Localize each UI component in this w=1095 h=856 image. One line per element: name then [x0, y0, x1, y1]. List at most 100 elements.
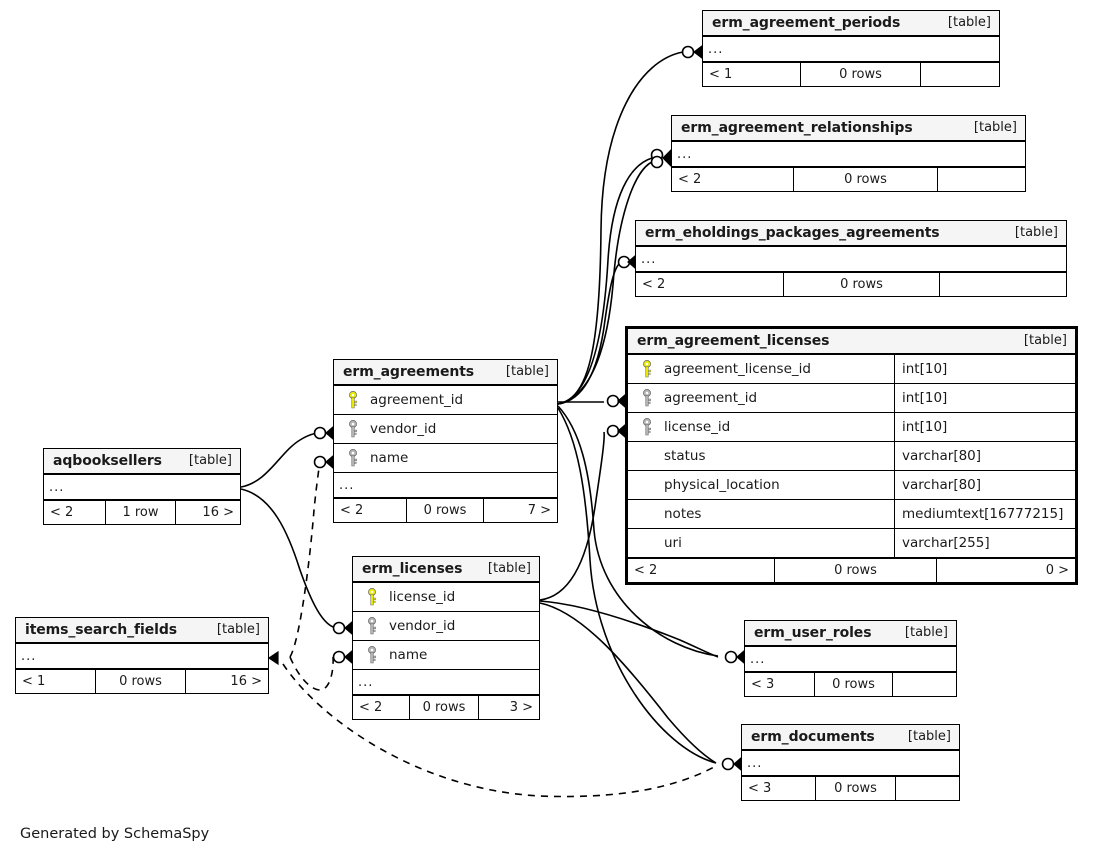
hidden-columns-ellipsis: ...: [16, 644, 268, 669]
footer-left-relations: < 2: [353, 696, 410, 719]
column-type: int[10]: [902, 419, 948, 435]
foreign-key-slot: [634, 418, 660, 436]
edge-licenses-to-user-roles: [539, 600, 719, 658]
column-cell: agreement_id: [334, 386, 557, 414]
footer-left-relations: < 3: [745, 673, 815, 696]
footer-center-relations: 0 rows: [801, 63, 921, 86]
column-cell: license_id: [353, 583, 539, 611]
hidden-columns-ellipsis: ...: [703, 37, 999, 62]
table-row[interactable]: license_id int[10]: [628, 413, 1075, 442]
table-box-erm_agreement_licenses[interactable]: erm_agreement_licenses[table]agreement_l…: [625, 326, 1078, 585]
table-type-tag: [table]: [904, 625, 948, 640]
column-cell: uri: [628, 529, 895, 557]
column-cell: physical_location: [628, 471, 895, 499]
foreign-key-slot: [340, 420, 366, 438]
table-name: aqbooksellers: [53, 452, 162, 469]
table-name: erm_agreement_periods: [712, 14, 901, 31]
column-name: physical_location: [664, 477, 780, 493]
column-name: notes: [664, 506, 702, 522]
table-header-items_search_fields: items_search_fields [table]: [16, 618, 268, 644]
table-header-erm_user_roles: erm_user_roles [table]: [745, 621, 956, 647]
table-header-erm_documents: erm_documents[table]: [742, 725, 959, 751]
table-name: items_search_fields: [25, 621, 177, 638]
footer-center-relations: 0 rows: [784, 273, 940, 296]
table-name: erm_agreement_licenses: [637, 332, 830, 349]
edge-agreements-secondary-strand: [558, 200, 620, 403]
footer-center-relations: 1 row: [106, 501, 176, 524]
footer-right-relations: [921, 63, 999, 86]
footer-center-relations: 0 rows: [775, 559, 937, 582]
footer-left-relations: < 2: [44, 501, 106, 524]
table-row[interactable]: license_id: [353, 583, 539, 612]
table-type-tag: [table]: [505, 364, 549, 379]
foreign-key-icon: [368, 617, 376, 635]
footer-right-relations: 16 >: [230, 674, 262, 689]
table-type-tag: [table]: [216, 622, 260, 637]
footer-right-relations: 16 >: [202, 505, 234, 520]
column-name: agreement_id: [370, 392, 464, 408]
footer-right-relations: [940, 273, 1066, 296]
column-name: vendor_id: [389, 618, 456, 634]
column-name: uri: [664, 535, 682, 551]
footer-center-relations: 0 rows: [407, 499, 484, 522]
edge-aqbooksellers-to-licenses-vendorid: [240, 488, 334, 628]
table-row[interactable]: vendor_id: [334, 415, 557, 444]
foreign-key-slot: [340, 449, 366, 467]
table-row[interactable]: vendor_id: [353, 612, 539, 641]
footer-left-relations: < 2: [628, 559, 775, 582]
table-box-erm_eholdings_packages_agreements[interactable]: erm_eholdings_packages_agreements[table]…: [635, 220, 1067, 297]
foreign-key-slot: [634, 389, 660, 407]
table-row[interactable]: physical_location varchar[80]: [628, 471, 1075, 500]
edge-items-to-licenses-name: [289, 656, 334, 691]
footer-center-relations: 0 rows: [410, 696, 479, 719]
table-header-erm_licenses: erm_licenses[table]: [353, 557, 539, 583]
footer-right-relations: [893, 673, 956, 696]
foreign-key-slot: [359, 646, 385, 664]
primary-key-slot: [634, 360, 660, 378]
column-cell: license_id: [628, 413, 895, 441]
table-header-erm_eholdings_packages_agreements: erm_eholdings_packages_agreements[table]: [636, 221, 1066, 247]
table-box-erm_agreement_relationships[interactable]: erm_agreement_relationships[table]...< 2…: [671, 115, 1026, 192]
column-type: varchar[80]: [902, 477, 982, 493]
primary-key-icon: [349, 391, 357, 409]
edge-agreements-to-eholdings: [557, 262, 621, 405]
footer-right-relations: [938, 168, 1025, 191]
table-type-tag: [table]: [947, 15, 991, 30]
footer-right-relations: 7 >: [527, 503, 551, 518]
table-name: erm_user_roles: [754, 624, 872, 641]
column-name: vendor_id: [370, 421, 437, 437]
table-row[interactable]: uri varchar[255]: [628, 529, 1075, 558]
column-name: status: [664, 448, 706, 464]
column-cell: agreement_id: [628, 384, 895, 412]
foreign-key-slot: [359, 617, 385, 635]
column-type: varchar[255]: [902, 535, 990, 551]
column-type: int[10]: [902, 361, 948, 377]
edge-items-to-agreements-name: [289, 457, 322, 658]
footer-left-relations: < 2: [672, 168, 794, 191]
footer-left-relations: < 2: [334, 499, 407, 522]
foreign-key-icon: [349, 449, 357, 467]
table-row[interactable]: name: [334, 444, 557, 473]
column-cell: status: [628, 442, 895, 470]
column-cell: notes: [628, 500, 895, 528]
table-row[interactable]: agreement_id: [334, 386, 557, 415]
table-row[interactable]: name: [353, 641, 539, 670]
column-cell: name: [334, 444, 557, 472]
hidden-columns-ellipsis: ...: [672, 142, 1025, 167]
